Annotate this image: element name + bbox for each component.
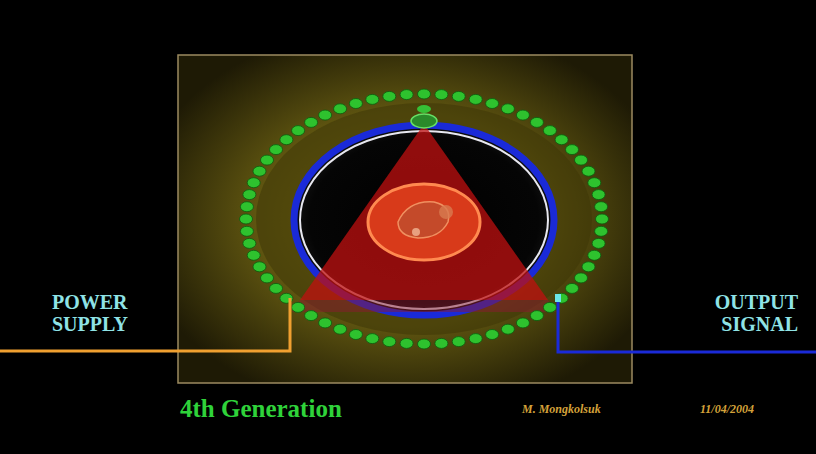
- detector-element: [349, 330, 362, 340]
- detector-element: [418, 339, 431, 349]
- power-supply-label: POWER SUPPLY: [52, 291, 182, 335]
- detector-element: [366, 94, 379, 104]
- detector-ring: [240, 89, 609, 349]
- generation-title: 4th Generation: [180, 395, 342, 423]
- detector-element: [543, 126, 556, 136]
- detector-element: [383, 337, 396, 347]
- gantry: [256, 103, 592, 335]
- detector-element: [270, 145, 283, 155]
- detector-element: [292, 302, 305, 312]
- detector-element: [530, 311, 543, 321]
- detector-element: [555, 135, 568, 145]
- detector-element: [319, 110, 332, 120]
- detector-element: [418, 89, 431, 99]
- detector-element: [247, 178, 260, 188]
- detector-element: [334, 324, 347, 334]
- detector-element: [247, 250, 260, 260]
- signal-terminal: [555, 294, 561, 302]
- detector-element: [588, 250, 601, 260]
- detector-element: [435, 90, 448, 100]
- detector-element: [592, 238, 605, 248]
- x-ray-fan: [300, 124, 548, 300]
- detector-element: [383, 91, 396, 101]
- detector-element: [240, 202, 253, 212]
- detector-element: [566, 283, 579, 293]
- detector-element: [469, 334, 482, 344]
- detector-element: [400, 338, 413, 348]
- detector-element: [243, 238, 256, 248]
- detector-element: [243, 190, 256, 200]
- detector-element: [582, 262, 595, 272]
- detector-element: [400, 90, 413, 100]
- detector-element: [486, 99, 499, 109]
- detector-element: [253, 262, 266, 272]
- detector-element: [270, 283, 283, 293]
- detector-element: [555, 293, 568, 303]
- x-ray-tube-top: [417, 105, 431, 113]
- detector-element: [305, 117, 318, 127]
- detector-element: [319, 318, 332, 328]
- detector-element: [501, 104, 514, 114]
- patient-body: [368, 184, 480, 260]
- power-wire: [0, 298, 290, 351]
- detector-element: [305, 311, 318, 321]
- organ-detail: [439, 205, 453, 219]
- author-name: M. Mongkolsuk: [522, 402, 601, 417]
- frame: [178, 55, 632, 383]
- detector-element: [530, 117, 543, 127]
- fan-edge: [292, 300, 556, 312]
- detector-element: [240, 214, 253, 224]
- detector-element: [253, 166, 266, 176]
- x-ray-tube: [411, 114, 437, 128]
- detector-element: [486, 330, 499, 340]
- detector-element: [280, 135, 293, 145]
- detector-element: [516, 110, 529, 120]
- detector-element: [349, 99, 362, 109]
- detector-element: [501, 324, 514, 334]
- detector-element: [240, 226, 253, 236]
- detector-element: [261, 273, 274, 283]
- detector-element: [292, 126, 305, 136]
- detector-element: [334, 104, 347, 114]
- organ-detail: [412, 228, 420, 236]
- detector-element: [261, 155, 274, 165]
- detector-element: [575, 273, 588, 283]
- detector-element: [452, 91, 465, 101]
- detector-element: [366, 334, 379, 344]
- detector-element: [595, 202, 608, 212]
- detector-element: [452, 337, 465, 347]
- date-label: 11/04/2004: [700, 402, 754, 417]
- detector-element: [469, 94, 482, 104]
- bore: [294, 125, 554, 315]
- detector-element: [575, 155, 588, 165]
- detector-element: [588, 178, 601, 188]
- detector-element: [596, 214, 609, 224]
- detector-element: [543, 302, 556, 312]
- detector-element: [435, 338, 448, 348]
- detector-element: [595, 226, 608, 236]
- rotating-ring: [294, 125, 554, 315]
- output-signal-label: OUTPUT SIGNAL: [668, 291, 798, 335]
- detector-element: [592, 190, 605, 200]
- detector-element: [566, 145, 579, 155]
- detector-element: [516, 318, 529, 328]
- detector-element: [582, 166, 595, 176]
